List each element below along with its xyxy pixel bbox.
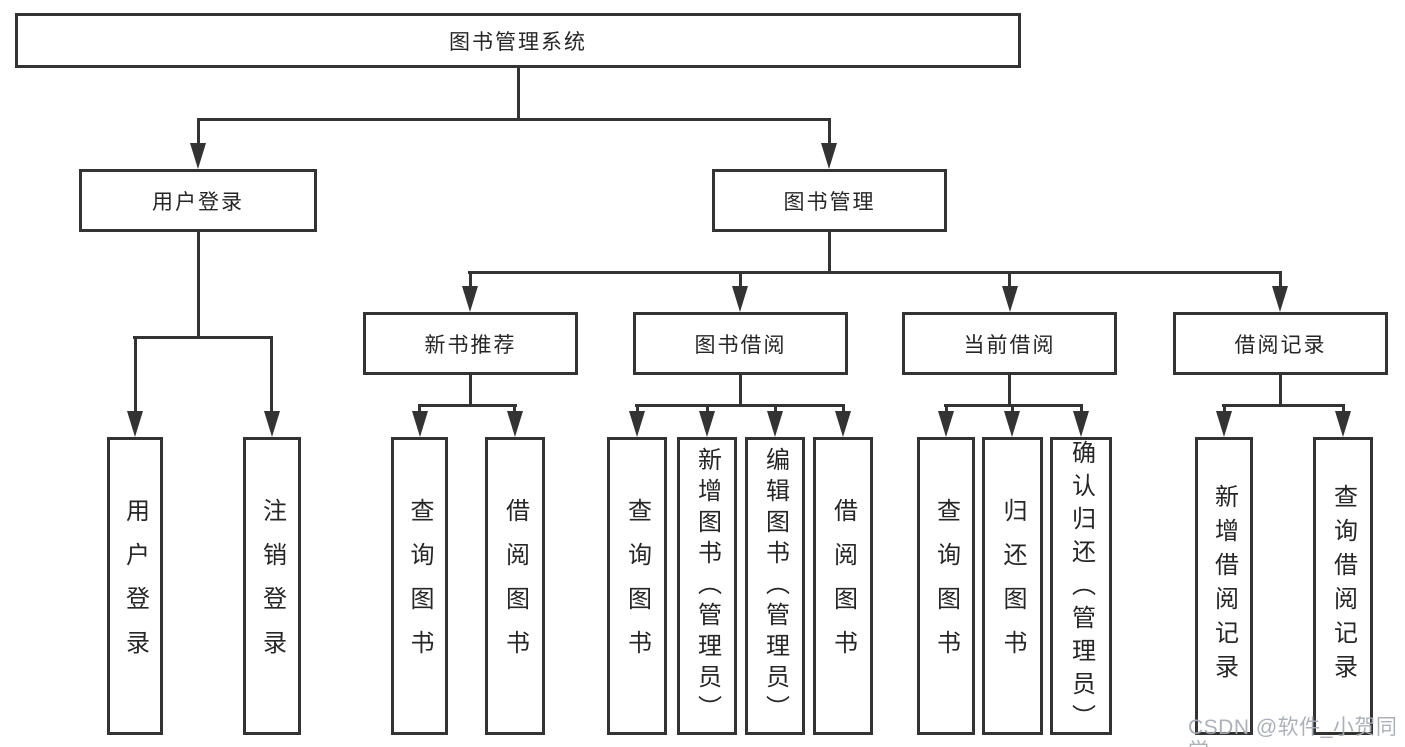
connector-line — [945, 406, 948, 413]
node-borrow-record: 借阅记录 — [1173, 312, 1388, 375]
node-book-management: 图书管理 — [712, 169, 947, 232]
arrowhead-icon — [190, 143, 206, 169]
connector-line — [1223, 406, 1226, 413]
connector-line — [513, 406, 516, 413]
leaf-add-books-admin: 新增图书（管理员） — [677, 437, 737, 735]
connector-line — [944, 404, 1083, 407]
connector-line — [1080, 406, 1083, 413]
node-root: 图书管理系统 — [15, 13, 1021, 68]
connector-line — [1279, 375, 1282, 406]
connector-line — [517, 68, 520, 121]
leaf-borrow-books-recommend: 借阅图书 — [485, 437, 545, 735]
connector-line — [739, 375, 742, 406]
arrowhead-icon — [629, 411, 645, 437]
connector-line — [828, 232, 831, 273]
connector-line — [469, 375, 472, 406]
connector-line — [418, 404, 517, 407]
arrowhead-icon — [835, 411, 851, 437]
node-current-borrow: 当前借阅 — [902, 312, 1117, 375]
connector-line — [1008, 273, 1011, 287]
arrowhead-icon — [732, 286, 748, 312]
connector-line — [1222, 404, 1345, 407]
node-user-login: 用户登录 — [79, 169, 317, 232]
arrowhead-icon — [127, 411, 143, 437]
leaf-query-books-borrow: 查询图书 — [607, 437, 667, 735]
connector-line — [270, 338, 273, 412]
connector-line — [635, 404, 845, 407]
connector-line — [706, 406, 709, 413]
arrowhead-icon — [1272, 286, 1288, 312]
leaf-user-login: 用户登录 — [107, 437, 163, 735]
arrowhead-icon — [507, 411, 523, 437]
node-book-borrow: 图书借阅 — [633, 312, 848, 375]
leaf-borrow-books: 借阅图书 — [813, 437, 873, 735]
connector-line — [1279, 273, 1282, 287]
arrowhead-icon — [1073, 411, 1089, 437]
leaf-query-books-current: 查询图书 — [917, 437, 975, 735]
arrowhead-icon — [412, 411, 428, 437]
leaf-confirm-return-admin: 确认归还（管理员） — [1050, 437, 1112, 737]
arrowhead-icon — [1004, 411, 1020, 437]
leaf-query-borrow-record: 查询借阅记录 — [1313, 437, 1373, 735]
arrowhead-icon — [938, 411, 954, 437]
connector-line — [418, 406, 421, 413]
connector-line — [197, 232, 200, 338]
connector-line — [1008, 375, 1011, 406]
connector-line — [1342, 406, 1345, 413]
leaf-return-books: 归还图书 — [982, 437, 1043, 735]
arrowhead-icon — [821, 143, 837, 169]
connector-line — [469, 273, 472, 287]
arrowhead-icon — [767, 411, 783, 437]
connector-line — [739, 273, 742, 287]
connector-line — [197, 118, 831, 121]
connector-line — [1011, 406, 1014, 413]
arrowhead-icon — [1216, 411, 1232, 437]
leaf-add-borrow-record: 新增借阅记录 — [1195, 437, 1253, 735]
arrowhead-icon — [462, 286, 478, 312]
arrowhead-icon — [1335, 411, 1351, 437]
connector-line — [842, 406, 845, 413]
connector-line — [197, 120, 200, 145]
connector-line — [636, 406, 639, 413]
arrowhead-icon — [264, 411, 280, 437]
arrowhead-icon — [699, 411, 715, 437]
connector-line — [774, 406, 777, 413]
leaf-edit-books-admin: 编辑图书（管理员） — [745, 437, 805, 735]
leaf-logout: 注销登录 — [243, 437, 301, 735]
connector-line — [468, 271, 1282, 274]
connector-line — [133, 336, 273, 339]
arrowhead-icon — [1002, 286, 1018, 312]
csdn-watermark: CSDN @软件_小贺同学 — [1188, 716, 1398, 747]
connector-line — [828, 120, 831, 145]
connector-line — [134, 338, 137, 412]
node-new-book-recommend: 新书推荐 — [363, 312, 578, 375]
leaf-query-books-recommend: 查询图书 — [391, 437, 448, 735]
